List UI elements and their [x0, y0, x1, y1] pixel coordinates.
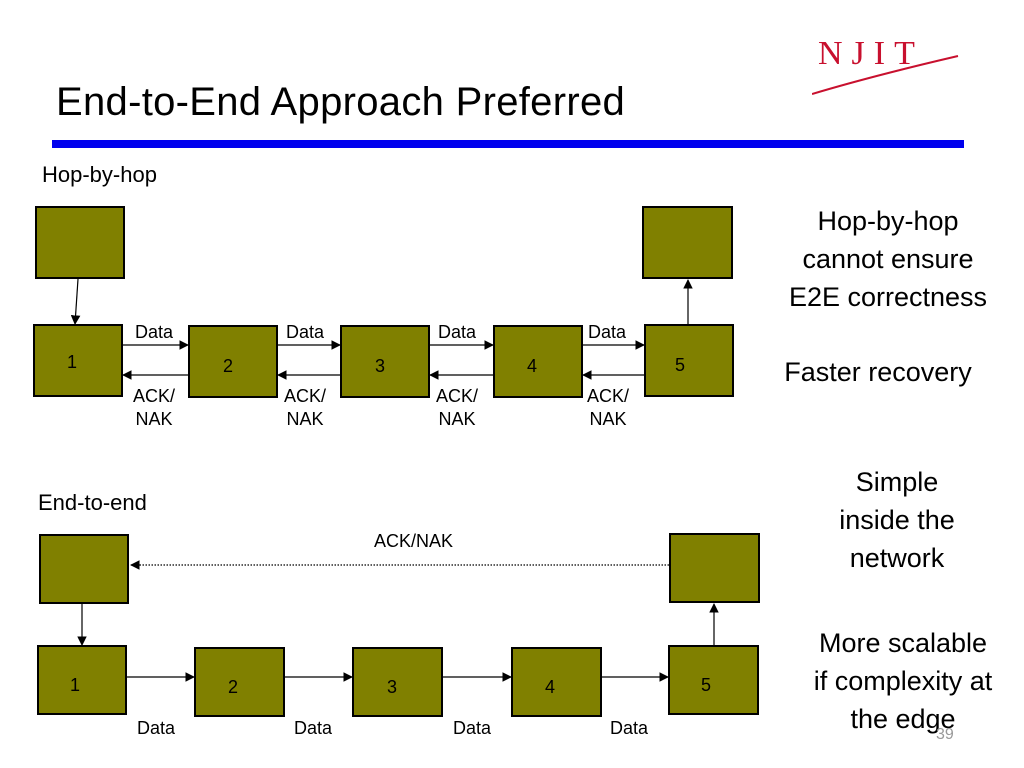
note-simple-line1: Simple	[855, 467, 939, 497]
e2e-node-5-label: 5	[701, 675, 712, 695]
note-faster-recovery: Faster recovery	[784, 357, 972, 387]
e2e-node-2-label: 2	[228, 677, 239, 697]
hop-ack-label-2: ACK/ NAK	[284, 385, 326, 431]
hop-source-host	[35, 206, 125, 279]
hop-node-1: 1	[33, 324, 123, 397]
hop-node-3: 3	[340, 325, 430, 398]
e2e-node-1-label: 1	[70, 675, 81, 695]
hop-data-label-2: Data	[286, 322, 325, 342]
e2e-node-5: 5	[668, 645, 759, 715]
hop-node-4: 4	[493, 325, 583, 398]
end-to-end-heading: End-to-end	[38, 490, 147, 515]
page-number: 39	[936, 726, 954, 743]
slide-title: End-to-End Approach Preferred	[56, 80, 626, 124]
note-hop-correctness: Hop-by-hop cannot ensure E2E correctness	[762, 202, 1014, 316]
e2e-node-4: 4	[511, 647, 602, 717]
note-simple-line3: network	[849, 543, 945, 573]
hop-ack-label-1: ACK/ NAK	[133, 385, 175, 431]
note-scalable-line3: the edge	[850, 704, 956, 734]
hop-ack-label-3: ACK/ NAK	[436, 385, 478, 431]
e2e-node-3: 3	[352, 647, 443, 717]
hop-by-hop-heading: Hop-by-hop	[42, 162, 157, 187]
hop-ack-label-4: ACK/ NAK	[587, 385, 629, 431]
hop-source-down-arrow	[70, 278, 81, 325]
hop-node-3-label: 3	[375, 356, 386, 376]
e2e-node-4-label: 4	[545, 677, 556, 697]
e2e-dest-host	[669, 533, 760, 603]
hop-ack-label-3-line2: NAK	[438, 409, 476, 429]
hop-ack-label-1-line1: ACK/	[133, 386, 176, 406]
hop-ack-label-4-line2: NAK	[589, 409, 627, 429]
e2e-data-label-3: Data	[453, 718, 492, 738]
e2e-data-label-4: Data	[610, 718, 649, 738]
hop-node-5: 5	[644, 324, 734, 397]
hop-data-label-4: Data	[588, 322, 627, 342]
note-scalable: More scalable if complexity at the edge	[788, 624, 1018, 738]
e2e-data-label-1: Data	[137, 718, 176, 738]
njit-logo: NJIT	[812, 35, 959, 95]
logo-text: NJIT	[818, 35, 924, 72]
title-underline	[52, 140, 964, 148]
note-hop-line2: cannot ensure	[802, 244, 974, 274]
note-scalable-line1: More scalable	[818, 628, 988, 658]
hop-node-5-label: 5	[675, 355, 686, 375]
hop-dest-host	[642, 206, 733, 279]
hop-ack-label-4-line1: ACK/	[587, 386, 630, 406]
hop-ack-label-3-line1: ACK/	[436, 386, 479, 406]
e2e-data-label-2: Data	[294, 718, 333, 738]
hop-node-4-label: 4	[527, 356, 538, 376]
e2e-node-2: 2	[194, 647, 285, 717]
e2e-source-host	[39, 534, 129, 604]
hop-ack-label-1-line2: NAK	[135, 409, 173, 429]
note-simple: Simple inside the network	[782, 463, 1012, 577]
hop-node-2: 2	[188, 325, 278, 398]
note-hop-line1: Hop-by-hop	[817, 206, 959, 236]
hop-ack-label-2-line2: NAK	[286, 409, 324, 429]
note-simple-line2: inside the	[839, 505, 955, 535]
e2e-ack-label: ACK/NAK	[374, 531, 454, 551]
hop-data-label-1: Data	[135, 322, 174, 342]
e2e-node-1: 1	[37, 645, 127, 715]
hop-node-2-label: 2	[223, 356, 234, 376]
hop-ack-label-2-line1: ACK/	[284, 386, 327, 406]
hop-data-label-3: Data	[438, 322, 477, 342]
e2e-node-3-label: 3	[387, 677, 398, 697]
note-scalable-line2: if complexity at	[813, 666, 993, 696]
hop-node-1-label: 1	[67, 352, 78, 372]
note-hop-line3: E2E correctness	[788, 282, 988, 312]
